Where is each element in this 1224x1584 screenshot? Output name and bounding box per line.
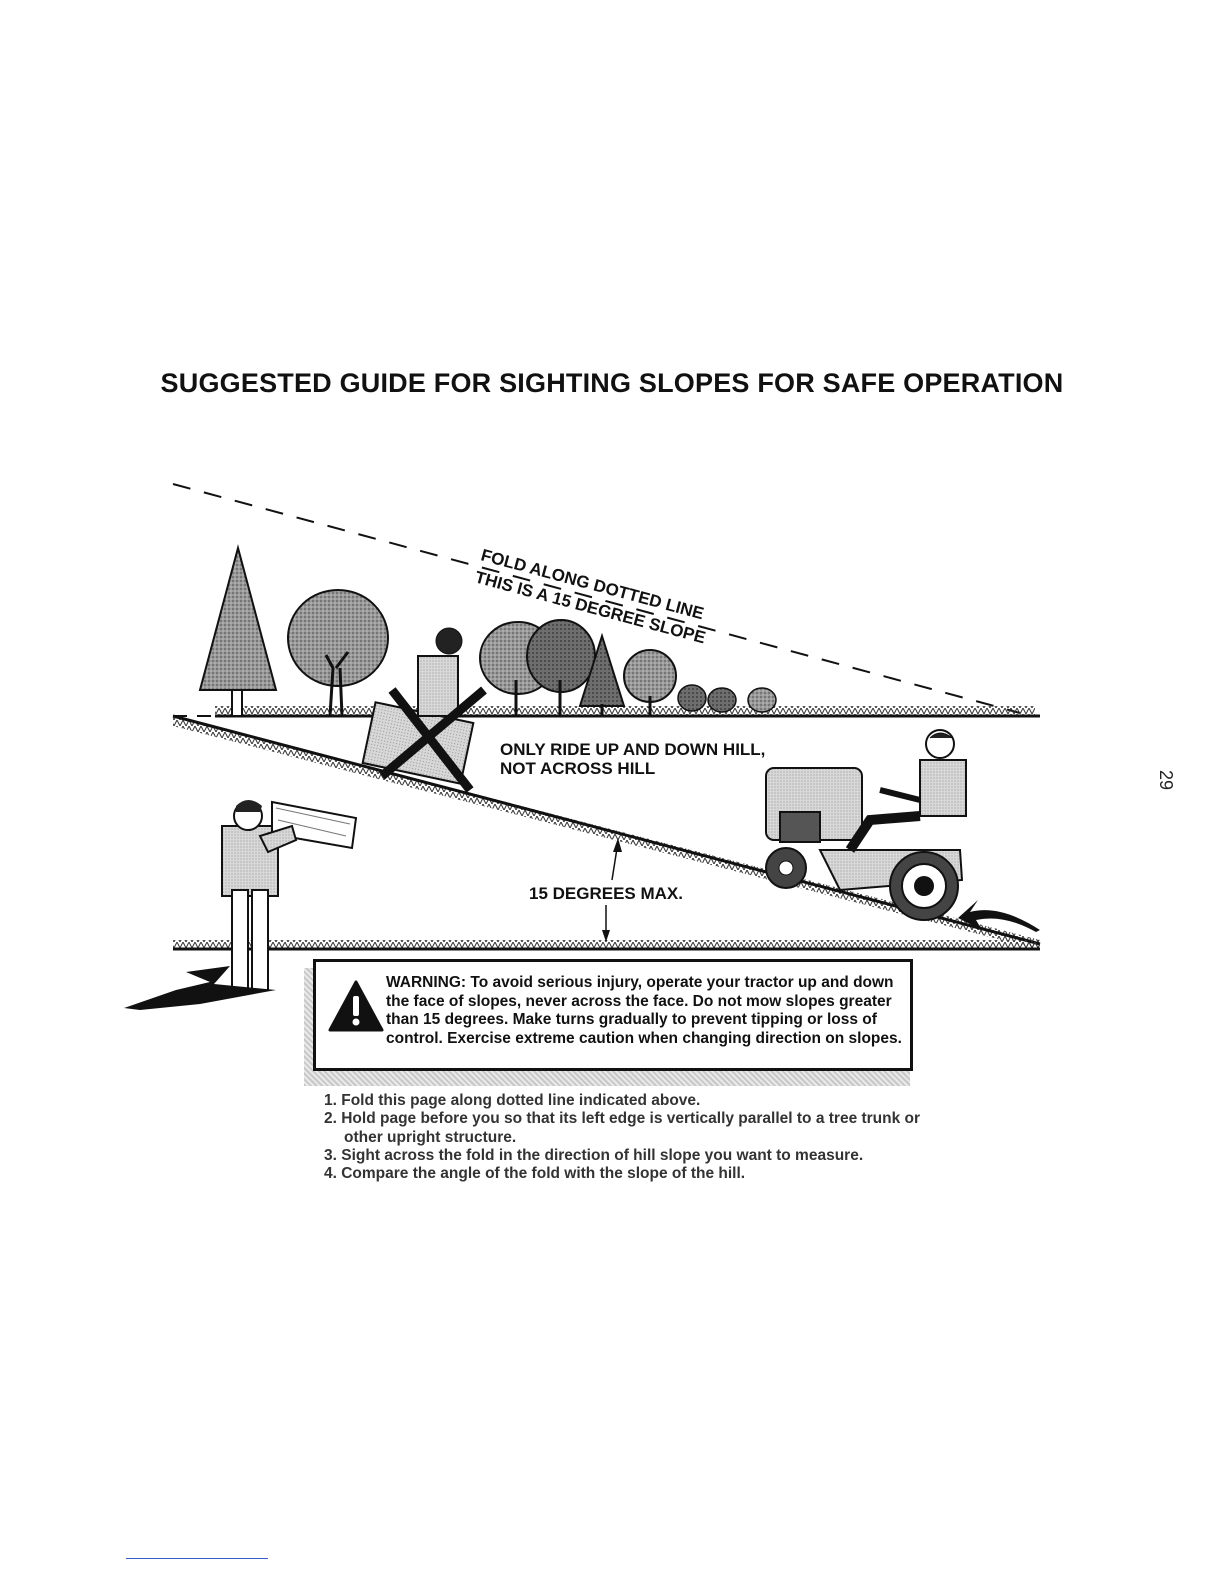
max-angle-label: 15 DEGREES MAX. (529, 884, 683, 903)
instruction-item: 3. Sight across the fold in the directio… (324, 1147, 944, 1165)
tree-pine-left (200, 548, 276, 716)
instruction-list: 1. Fold this page along dotted line indi… (324, 1092, 944, 1183)
tree-small-group (678, 685, 776, 712)
tractor-up-hill (766, 730, 966, 920)
footer-rule (126, 1558, 268, 1559)
ride-instruction-line2: NOT ACROSS HILL (500, 759, 655, 778)
page-number: 29 (1152, 760, 1176, 800)
warning-text: WARNING: To avoid serious injury, operat… (386, 974, 906, 1048)
warning-triangle-icon (328, 980, 384, 1032)
tree-round-1 (288, 590, 388, 716)
instruction-item: 2. Hold page before you so that its left… (324, 1110, 944, 1147)
instruction-item: 4. Compare the angle of the fold with th… (324, 1165, 944, 1183)
instruction-item: 1. Fold this page along dotted line indi… (324, 1092, 944, 1110)
ride-instruction-line1: ONLY RIDE UP AND DOWN HILL, (500, 740, 765, 759)
warning-box: WARNING: To avoid serious injury, operat… (313, 959, 913, 1071)
